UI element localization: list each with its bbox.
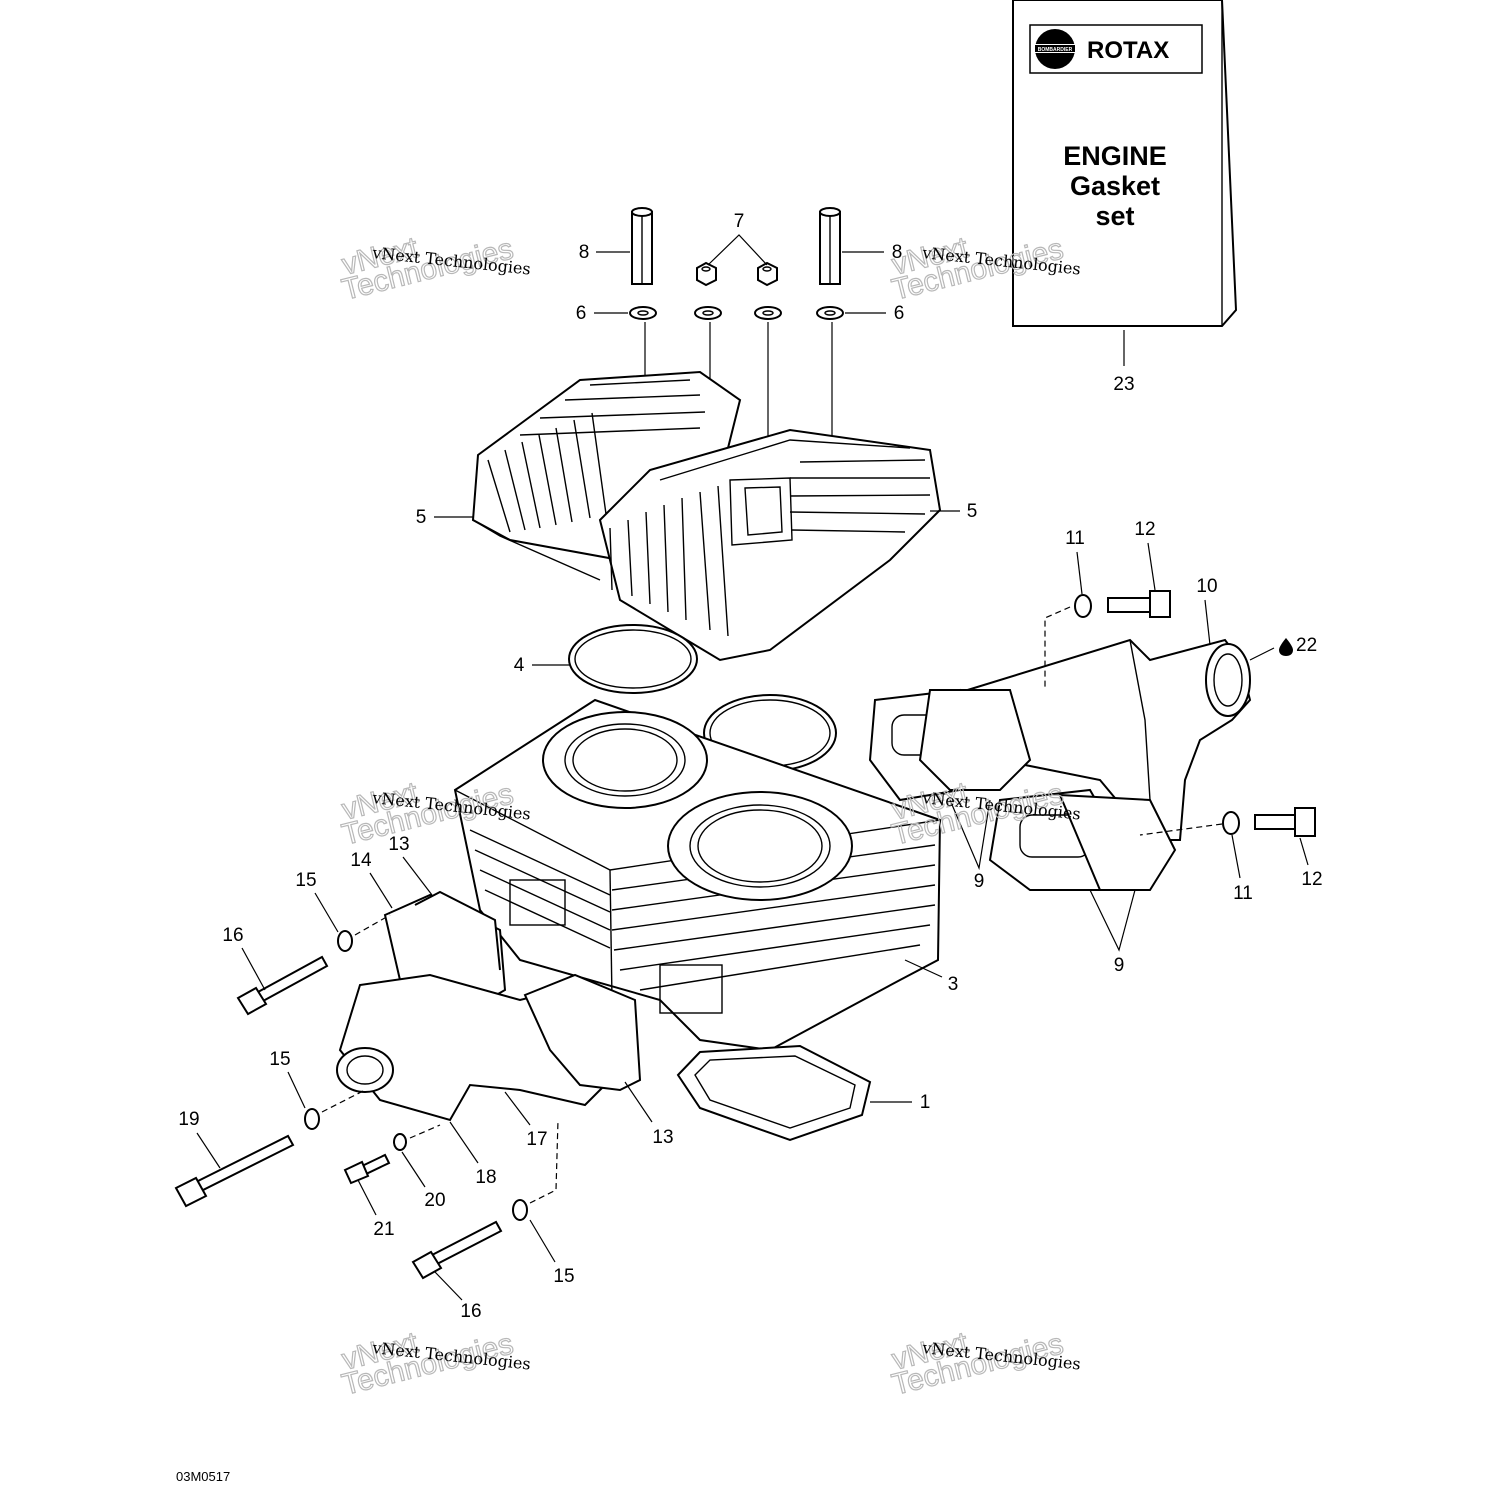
callout-22: 22 [1296, 635, 1317, 656]
base-gasket [676, 1044, 872, 1142]
head-spacer-left [631, 207, 653, 285]
callout-9-lower: 9 [1114, 955, 1125, 976]
booklet-title-line2: Gasket [1070, 171, 1160, 201]
callout-6-left: 6 [576, 303, 587, 324]
callout-21: 21 [373, 1219, 394, 1240]
callout-5-left: 5 [416, 507, 427, 528]
rotax-brand: ROTAX [1087, 37, 1169, 64]
bolt-19 [174, 1089, 366, 1208]
exhaust-manifold [933, 638, 1252, 841]
callout-8-left: 8 [579, 242, 590, 263]
callout-17: 17 [526, 1129, 547, 1150]
bolt-16-upper [236, 914, 391, 1016]
callout-14: 14 [350, 850, 372, 871]
drawing-code: 03M0517 [176, 1469, 230, 1484]
head-spacer-right [819, 207, 841, 285]
callout-11-upper: 11 [1065, 528, 1085, 549]
callout-12-upper: 12 [1134, 519, 1155, 540]
bolt-21-washer-20 [343, 1124, 441, 1185]
cylinder-block [453, 698, 942, 1052]
callout-11-lower: 11 [1233, 883, 1253, 904]
exhaust-gasket-upper [868, 688, 1032, 802]
callout-labels: 1 3 4 5 5 6 6 7 8 8 9 9 10 11 11 12 12 1… [178, 211, 1322, 1322]
lubricant-drop-icon [1279, 638, 1293, 656]
callout-10: 10 [1196, 576, 1217, 597]
manifold-fasteners [1044, 590, 1316, 837]
bombardier-logo: BOMBARDIER [1034, 29, 1076, 69]
brand-small: BOMBARDIER [1038, 47, 1073, 53]
callout-15-lower: 15 [553, 1266, 574, 1287]
callout-16-upper: 16 [222, 925, 243, 946]
callout-8-right: 8 [892, 242, 903, 263]
bolt-16-lower [411, 1119, 559, 1280]
exhaust-gasket-lower [988, 788, 1177, 891]
callout-6-right: 6 [894, 303, 905, 324]
watermark-bottom-right: vNext Technologies vNext Technologies [888, 1325, 1082, 1402]
callout-15-upper: 15 [295, 870, 316, 891]
callout-1: 1 [920, 1092, 931, 1113]
callout-4: 4 [514, 655, 525, 676]
cylinder-head-right [598, 428, 942, 662]
gasket-set-booklet: BOMBARDIER ROTAX ENGINE Gasket set [1012, 0, 1238, 327]
head-nut-left [696, 261, 717, 287]
callout-15-middle: 15 [269, 1049, 290, 1070]
callout-19: 19 [178, 1109, 199, 1130]
booklet-title-line3: set [1095, 201, 1134, 231]
watermark-top-left: vNext Technologies vNext Technologies [338, 230, 532, 307]
watermark-bottom-left: vNext Technologies vNext Technologies [338, 1325, 532, 1402]
callout-3: 3 [948, 974, 959, 995]
callout-13-upper: 13 [388, 834, 409, 855]
booklet-title-line1: ENGINE [1063, 141, 1167, 171]
callout-13-lower: 13 [652, 1127, 673, 1148]
callout-18: 18 [475, 1167, 496, 1188]
head-nut-right [757, 261, 778, 287]
callout-12-lower: 12 [1301, 869, 1322, 890]
washer-row [629, 306, 844, 320]
head-gasket-ring-left [568, 624, 698, 694]
callout-23: 23 [1113, 374, 1134, 395]
intake-manifold [336, 973, 642, 1122]
callout-7: 7 [734, 211, 745, 232]
callout-20: 20 [424, 1190, 445, 1211]
callout-16-lower: 16 [460, 1301, 481, 1322]
callout-9-upper: 9 [974, 871, 985, 892]
callout-5-right: 5 [967, 501, 978, 522]
